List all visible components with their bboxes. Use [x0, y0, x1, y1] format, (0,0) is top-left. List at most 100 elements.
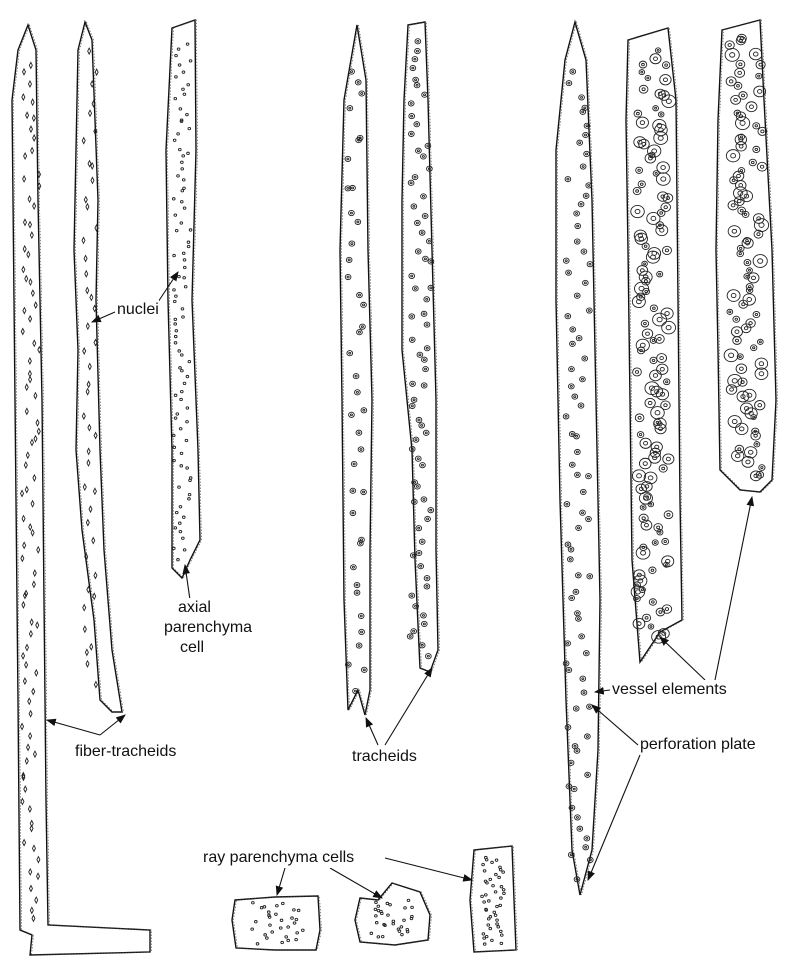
pit-mark — [412, 285, 419, 292]
pit-mark — [567, 785, 571, 788]
pit-mark — [745, 286, 754, 294]
pit-mark — [414, 455, 422, 462]
pit-mark — [743, 259, 752, 267]
pit-mark — [20, 722, 25, 731]
pit-mark — [355, 591, 359, 595]
pit-mark — [729, 387, 734, 392]
pit-mark — [21, 651, 26, 660]
arrow-nuclei-2 — [157, 271, 179, 303]
pit-mark — [413, 481, 417, 484]
pit-mark — [348, 240, 356, 247]
pit-mark — [415, 221, 419, 225]
pit-mark — [419, 462, 426, 469]
pit-mark — [635, 166, 643, 174]
pit-mark — [656, 316, 663, 323]
pit-mark — [585, 124, 589, 128]
pit-mark — [93, 127, 98, 136]
pit-mark — [565, 666, 573, 674]
pit-mark — [643, 244, 648, 248]
pit-mark — [736, 390, 750, 403]
pit-mark — [640, 70, 644, 74]
pit-mark — [349, 184, 356, 192]
pit-mark — [20, 797, 25, 806]
pit-mark — [495, 904, 499, 909]
pit-mark — [85, 286, 90, 295]
pit-mark — [27, 79, 32, 88]
pit-mark — [499, 941, 504, 946]
pit-mark — [174, 54, 178, 58]
pit-mark — [576, 139, 583, 146]
pit-mark — [493, 890, 498, 894]
pit-mark — [734, 444, 745, 454]
pit-mark — [86, 447, 91, 456]
pit-mark — [409, 65, 417, 72]
pit-mark — [263, 933, 267, 937]
pit-mark — [409, 102, 413, 105]
pit-mark — [369, 931, 374, 935]
pit-mark — [569, 340, 576, 347]
vessel-element-2-wall — [627, 27, 684, 663]
pit-mark — [420, 540, 424, 544]
pit-mark — [588, 858, 592, 862]
pit-mark — [567, 851, 575, 858]
pit-mark — [418, 422, 425, 429]
pit-mark — [745, 283, 754, 291]
pit-mark — [663, 403, 668, 408]
pit-mark — [657, 111, 665, 118]
pit-mark — [481, 932, 486, 936]
pit-mark — [408, 445, 416, 453]
pit-mark — [178, 366, 182, 370]
pit-mark — [562, 413, 570, 420]
pit-mark — [87, 159, 92, 168]
pit-mark — [587, 705, 591, 709]
pit-mark — [582, 691, 586, 694]
pit-mark — [745, 459, 751, 465]
pit-mark — [658, 272, 662, 276]
pit-mark — [731, 378, 738, 384]
pit-mark — [639, 348, 643, 353]
pit-mark — [416, 250, 420, 253]
pit-mark — [415, 83, 419, 87]
pit-mark — [635, 589, 641, 595]
arrow-fiber-tracheid-1 — [45, 718, 101, 736]
pit-mark — [423, 296, 431, 303]
pit-mark — [360, 630, 364, 634]
pit-mark — [755, 470, 765, 479]
pit-mark — [25, 451, 30, 460]
pit-mark — [31, 580, 36, 589]
pit-mark — [648, 598, 657, 606]
arrow-nuclei-1 — [90, 311, 116, 323]
pit-mark — [562, 660, 570, 667]
pit-mark — [182, 548, 187, 552]
pit-mark — [27, 195, 32, 204]
pit-mark — [571, 70, 575, 73]
pit-mark — [575, 611, 579, 615]
pit-mark — [28, 522, 33, 532]
pit-mark — [414, 483, 421, 490]
pit-mark — [402, 918, 406, 922]
pit-mark — [646, 211, 661, 225]
pit-mark — [286, 925, 290, 929]
pit-mark — [24, 485, 29, 494]
pit-mark — [583, 650, 590, 657]
pit-mark — [36, 427, 41, 436]
pit-mark — [566, 314, 570, 318]
pit-mark — [651, 338, 656, 342]
pit-mark — [738, 144, 744, 149]
pit-mark — [573, 210, 580, 217]
pit-mark — [32, 750, 37, 759]
pit-mark — [743, 212, 748, 216]
pit-mark — [578, 827, 582, 831]
pit-mark — [731, 449, 745, 462]
pit-mark — [24, 383, 29, 392]
pit-mark — [579, 404, 583, 407]
pit-mark — [345, 661, 352, 668]
pit-mark — [22, 677, 27, 686]
pit-mark — [486, 923, 491, 927]
pit-mark — [174, 510, 179, 515]
pit-mark — [586, 773, 590, 777]
pit-mark — [575, 524, 582, 531]
pit-mark — [731, 228, 738, 234]
pit-mark — [640, 519, 653, 531]
pit-mark — [355, 583, 359, 587]
